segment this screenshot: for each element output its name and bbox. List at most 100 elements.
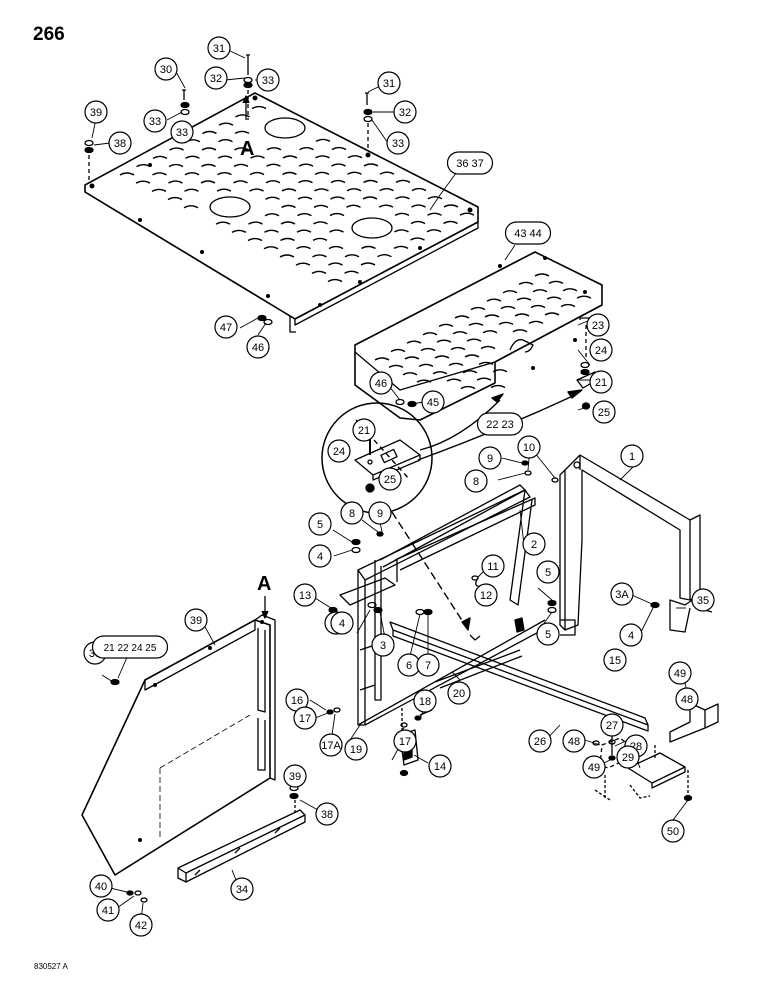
callout: 47 (214, 315, 238, 339)
callout-number: 18 (419, 696, 431, 708)
callout-number: 46 (252, 342, 264, 354)
callout: 20 (447, 681, 471, 705)
section-mark-top: A (240, 138, 254, 160)
callout: 29 (616, 745, 640, 769)
callout-number: 38 (114, 138, 126, 150)
callout-number: 34 (236, 884, 248, 896)
callout: 8 (340, 501, 364, 525)
callout: 1 (620, 444, 644, 468)
cross-bar (389, 621, 649, 732)
callout: 17A (319, 733, 343, 757)
callout: 32 (393, 100, 417, 124)
callout-number: 48 (568, 736, 580, 748)
callout-number: 13 (299, 590, 311, 602)
callout: 38 (108, 131, 132, 155)
callout-number: 22 23 (486, 419, 514, 431)
callout-number: 33 (392, 138, 404, 150)
callout-number: 9 (487, 453, 493, 465)
callout-number: 4 (628, 630, 634, 642)
callout-number: 41 (102, 905, 114, 917)
callout: 30 (154, 57, 178, 81)
callout: 5 (308, 512, 332, 536)
callout: 19 (344, 737, 368, 761)
right-frame (559, 454, 701, 636)
callout-number: 5 (317, 519, 323, 531)
callout-number: 50 (667, 826, 679, 838)
callout: 33 (256, 68, 280, 92)
callout: 4 (619, 623, 643, 647)
callout-number: 43 44 (514, 228, 542, 240)
callout: 3A (610, 582, 634, 606)
callout: 38 (315, 802, 339, 826)
callout-number: 11 (487, 561, 498, 573)
callout-number: 32 (399, 107, 411, 119)
callout-number: 47 (220, 322, 232, 334)
callout-number: 33 (176, 127, 188, 139)
callout: 49 (668, 661, 692, 685)
callout: 32 (204, 66, 228, 90)
callout-number: 7 (425, 660, 431, 672)
callout-number: 25 (384, 474, 396, 486)
callout: 35 (691, 588, 715, 612)
callout-number: 10 (523, 442, 535, 454)
left-side-panel (81, 614, 276, 876)
callout-number: 9 (377, 508, 383, 520)
top-hood-panel (84, 92, 479, 333)
callout: 13 (293, 583, 317, 607)
callout: 21 (589, 370, 613, 394)
callout: 49 (582, 755, 606, 779)
callout: 46 (246, 335, 270, 359)
callout-number: 29 (622, 752, 634, 764)
section-mark-arrows (242, 95, 269, 619)
callout: 15 (603, 648, 627, 672)
callout: 17 (293, 706, 317, 730)
callout: 18 (413, 689, 437, 713)
callout: 17 (393, 729, 417, 753)
callout-number: 21 (358, 425, 370, 437)
callout: 9 (478, 446, 502, 470)
page-number: 266 (33, 24, 65, 45)
figure-code: 830527 A (34, 962, 68, 971)
callout-number: 31 (383, 78, 395, 90)
center-frame (339, 484, 549, 726)
callout-number: 39 (90, 107, 102, 119)
callout: 31 (207, 36, 231, 60)
callout-number: 15 (609, 655, 621, 667)
callout-number: 33 (149, 116, 161, 128)
callout-number: 45 (427, 397, 439, 409)
callout-number: 5 (545, 567, 551, 579)
callout-number: 6 (406, 660, 412, 672)
callout: 50 (661, 819, 685, 843)
callout: 25 (378, 467, 402, 491)
callout: 14 (428, 754, 452, 778)
callout-number: 2 (531, 539, 537, 551)
callout: 33 (170, 120, 194, 144)
callout: 48 (562, 729, 586, 753)
callout: 8 (464, 469, 488, 493)
callout: 43 44 (504, 221, 552, 245)
callout-number: 4 (339, 618, 345, 630)
callout: 36 37 (446, 151, 494, 175)
callout: 10 (517, 435, 541, 459)
callout: 5 (536, 560, 560, 584)
callout-number: 31 (213, 43, 225, 55)
callout-number: 32 (210, 73, 222, 85)
callout: 24 (589, 338, 613, 362)
callout: 22 23 (476, 412, 524, 436)
callout: 24 (327, 439, 351, 463)
callout: 3 (371, 633, 395, 657)
callout: 46 (369, 371, 393, 395)
callout-number: 24 (333, 446, 345, 458)
callout-number: 8 (349, 508, 355, 520)
callout: 34 (230, 877, 254, 901)
callout-number: 24 (595, 345, 607, 357)
callout-number: 23 (592, 320, 604, 332)
callout: 23 (586, 313, 610, 337)
callout-number: 30 (160, 64, 172, 76)
callout-number: 4 (317, 551, 323, 563)
callout: 41 (96, 898, 120, 922)
callout-number: 42 (135, 920, 147, 932)
